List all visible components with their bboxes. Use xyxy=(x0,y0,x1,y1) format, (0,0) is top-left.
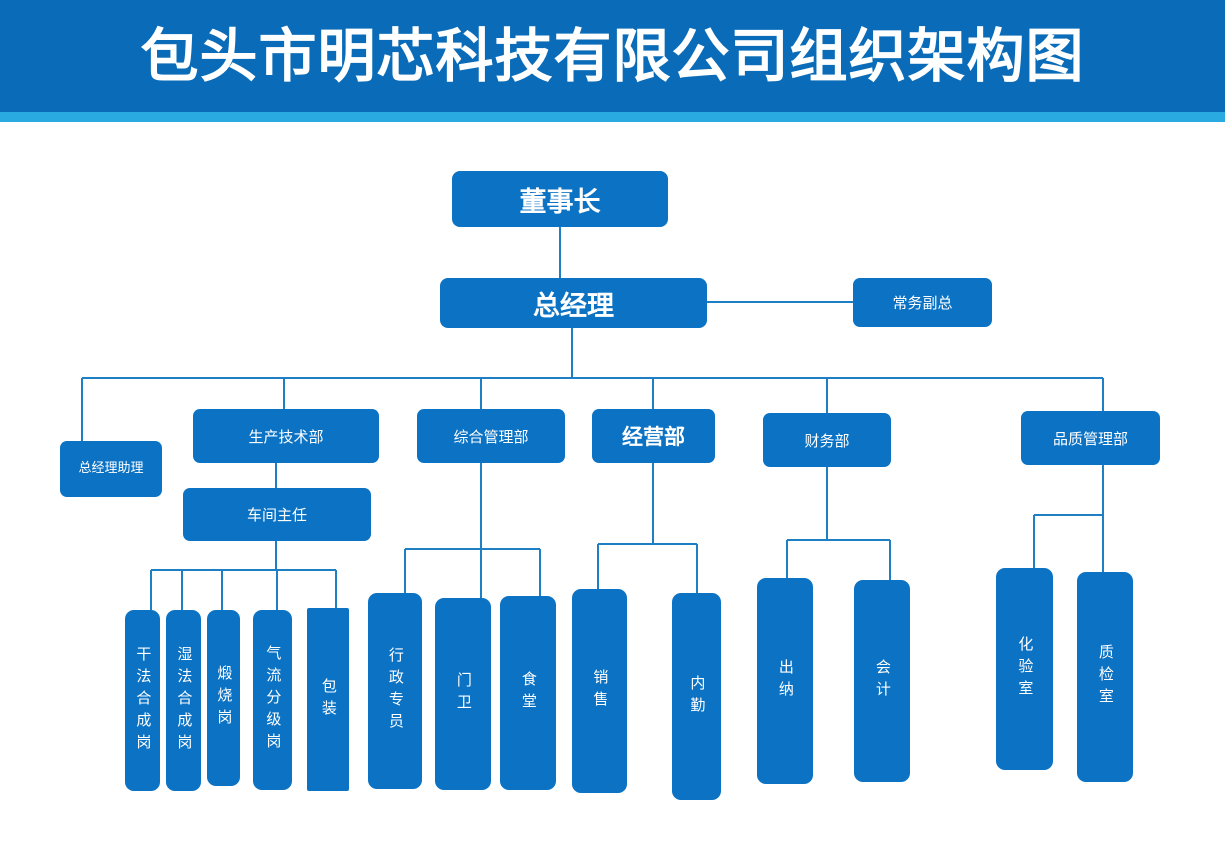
node-dept-general-admin[interactable]: 综合管理部 xyxy=(417,409,565,463)
page-title: 包头市明芯科技有限公司组织架构图 xyxy=(140,22,1085,90)
node-post-wet-synthesis[interactable]: 湿法合成岗 xyxy=(166,610,201,791)
node-post-dry-synthesis-label: 干法合成岗 xyxy=(134,645,153,756)
node-post-qc-room-label: 质检室 xyxy=(1096,644,1115,710)
node-dept-finance[interactable]: 财务部 xyxy=(763,413,891,467)
node-post-wet-synthesis-label: 湿法合成岗 xyxy=(175,645,194,756)
node-post-air-classification[interactable]: 气流分级岗 xyxy=(253,610,292,790)
node-dept-quality-label: 品质管理部 xyxy=(1052,429,1128,448)
node-workshop-director[interactable]: 车间主任 xyxy=(183,488,371,541)
node-gm-assistant[interactable]: 总经理助理 xyxy=(60,441,162,497)
node-post-cashier-label: 出纳 xyxy=(776,659,795,703)
node-post-canteen[interactable]: 食堂 xyxy=(500,596,556,790)
node-dept-production-label: 生产技术部 xyxy=(248,427,324,446)
node-post-admin-officer-label: 行政专员 xyxy=(386,647,405,735)
node-post-calcination[interactable]: 煅烧岗 xyxy=(207,610,240,786)
node-post-laboratory-label: 化验室 xyxy=(1016,636,1035,702)
node-post-accountant-label: 会计 xyxy=(873,659,892,703)
node-post-cashier[interactable]: 出纳 xyxy=(757,578,813,784)
node-deputy-general-manager-label: 常务副总 xyxy=(892,294,953,312)
node-dept-business[interactable]: 经营部 xyxy=(592,409,715,463)
node-post-sales-label: 销售 xyxy=(591,669,610,713)
node-post-canteen-label: 食堂 xyxy=(519,671,538,715)
node-dept-finance-label: 财务部 xyxy=(804,431,850,450)
node-post-air-classification-label: 气流分级岗 xyxy=(264,645,283,755)
node-post-inside-sales-label: 内勤 xyxy=(688,674,707,719)
node-chairman-label: 董事长 xyxy=(519,186,601,218)
node-dept-business-label: 经营部 xyxy=(622,425,685,449)
node-dept-quality[interactable]: 品质管理部 xyxy=(1021,411,1160,465)
node-post-dry-synthesis[interactable]: 干法合成岗 xyxy=(125,610,160,791)
node-gm-assistant-label: 总经理助理 xyxy=(78,461,144,476)
node-post-packaging[interactable]: 包装 xyxy=(307,608,349,791)
node-post-admin-officer[interactable]: 行政专员 xyxy=(368,593,422,789)
title-banner-accent-strip xyxy=(0,112,1225,122)
node-deputy-general-manager[interactable]: 常务副总 xyxy=(853,278,992,327)
node-dept-general-admin-label: 综合管理部 xyxy=(453,427,529,446)
node-post-laboratory[interactable]: 化验室 xyxy=(996,568,1053,770)
node-post-accountant[interactable]: 会计 xyxy=(854,580,910,782)
node-post-inside-sales[interactable]: 内勤 xyxy=(672,593,721,800)
org-chart-canvas: 董事长 总经理 常务副总 总经理助理 生产技术部 综合管理部 经营部 财务部 品… xyxy=(0,122,1225,866)
node-post-calcination-label: 煅烧岗 xyxy=(215,665,234,731)
node-post-gatekeeper-label: 门卫 xyxy=(454,672,473,716)
node-post-gatekeeper[interactable]: 门卫 xyxy=(435,598,491,790)
node-dept-production[interactable]: 生产技术部 xyxy=(193,409,379,463)
node-general-manager[interactable]: 总经理 xyxy=(440,278,707,328)
node-general-manager-label: 总经理 xyxy=(533,290,614,322)
title-banner xyxy=(0,0,1225,112)
node-post-sales[interactable]: 销售 xyxy=(572,589,627,793)
node-chairman[interactable]: 董事长 xyxy=(452,171,668,227)
node-post-packaging-label: 包装 xyxy=(319,677,338,722)
node-post-qc-room[interactable]: 质检室 xyxy=(1077,572,1133,782)
node-workshop-director-label: 车间主任 xyxy=(246,506,307,524)
